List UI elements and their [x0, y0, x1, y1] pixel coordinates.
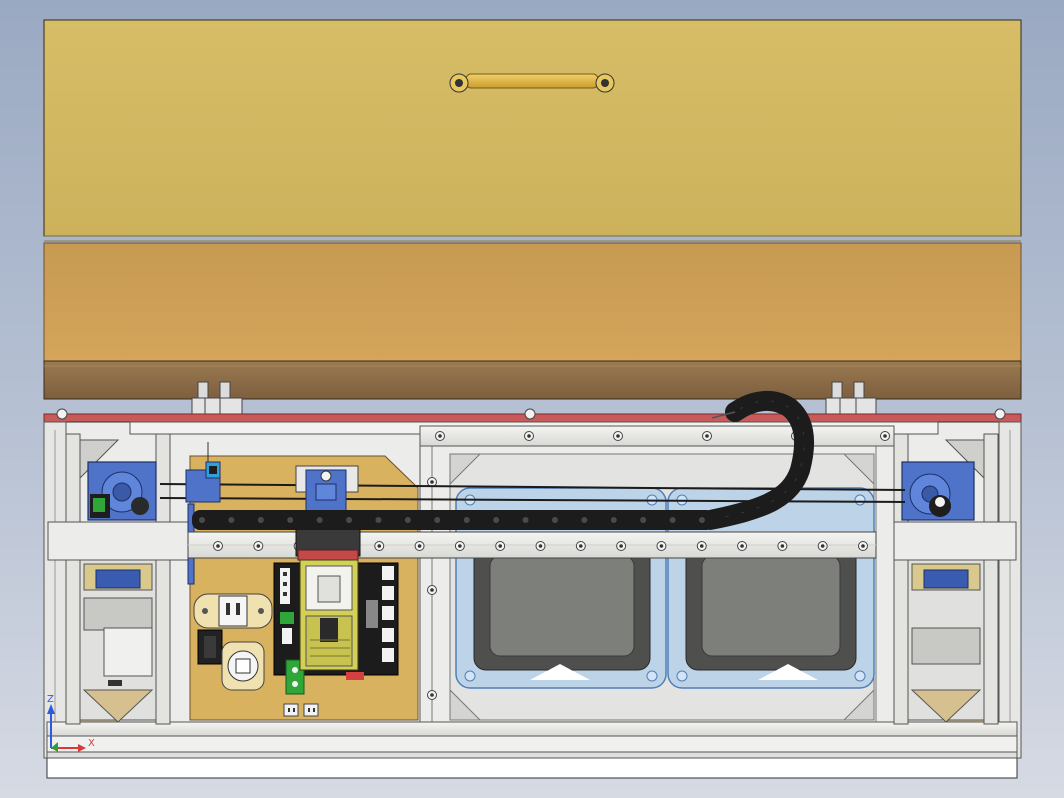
- drag-chain-link-pin: [404, 517, 411, 523]
- gantry-rail-screw: [737, 541, 748, 551]
- drag-chain-link-pin: [581, 517, 588, 523]
- drag-chain-link-pin: [257, 517, 264, 523]
- handle-bar[interactable]: [465, 73, 599, 89]
- drag-chain-link-pin: [375, 517, 382, 523]
- gantry-rail-screw: [454, 541, 465, 551]
- lid-handle[interactable]: [449, 73, 615, 93]
- drag-chain-link-pin: [522, 517, 529, 523]
- lid[interactable]: [43, 19, 1022, 417]
- base-plate: [46, 757, 1018, 779]
- lid-rim: [43, 360, 1022, 400]
- rear-rail-screw: [613, 431, 623, 441]
- gantry-rail-screw: [656, 541, 667, 551]
- side-screws: [56, 408, 1006, 700]
- lid-top-panel: [43, 19, 1022, 237]
- left-inner-post-2: [155, 433, 171, 725]
- drag-chain-link-pin: [434, 517, 441, 523]
- gantry-left-end: [47, 521, 189, 561]
- left-lower-assembly: [79, 559, 157, 723]
- gantry-rail-screw: [696, 541, 707, 551]
- drag-chain-link-pin: [493, 517, 500, 523]
- drag-chain-link-pin: [228, 517, 235, 523]
- laser-module[interactable]: [295, 527, 361, 671]
- gantry-rail-screw: [817, 541, 828, 551]
- drag-chain-link-pin: [463, 517, 470, 523]
- machine-body[interactable]: [43, 391, 1022, 779]
- drag-chain-end-cable: [711, 411, 736, 419]
- front-bottom-rail: [46, 751, 1018, 759]
- drag-chain-link-pin: [640, 517, 647, 523]
- gantry-right-end: [875, 521, 1017, 561]
- drag-chain-link-pin: [669, 517, 676, 523]
- rear-rail-screw: [880, 431, 890, 441]
- right-y-motor[interactable]: [901, 461, 975, 521]
- left-inner-post: [65, 433, 81, 725]
- handle-right-screw: [601, 79, 609, 87]
- gantry-rail-screw: [616, 541, 627, 551]
- drag-chain-straight: [192, 510, 714, 530]
- gantry-rail-screw: [374, 541, 385, 551]
- handle-left-screw: [455, 79, 463, 87]
- coordinate-triad: Z X: [47, 694, 95, 752]
- rear-rail-screw: [435, 431, 445, 441]
- bottom-rail-2: [46, 735, 1018, 753]
- power-inlet-socket[interactable]: [218, 595, 248, 627]
- gantry-rail: [187, 531, 877, 559]
- drag-chain-link-pin: [551, 517, 558, 523]
- gantry-rail-screw: [575, 541, 586, 551]
- drag-chain-link-pin: [199, 517, 205, 523]
- drag-chain-curve: [700, 391, 815, 530]
- bottom-rail: [46, 721, 1018, 737]
- rear-rail-screw: [524, 431, 534, 441]
- right-lower-assembly: [907, 559, 985, 723]
- gantry-rail-screw: [213, 541, 223, 551]
- triad-x-label: X: [88, 738, 95, 749]
- drag-chain-link-pin: [346, 517, 353, 523]
- gantry-rail-screw: [858, 541, 868, 551]
- gantry-rail-screw: [253, 541, 264, 551]
- rear-rail: [419, 425, 895, 447]
- drag-chain-link-pin: [699, 517, 705, 523]
- drag-chain-link-pin: [316, 517, 323, 523]
- triad-z-label: Z: [47, 694, 54, 705]
- fan-bay[interactable]: [419, 433, 895, 723]
- rear-rail-screw: [702, 431, 712, 441]
- gantry-rail-screw: [777, 541, 788, 551]
- drag-chain-link-pin: [610, 517, 617, 523]
- gantry-rail-screw: [535, 541, 546, 551]
- left-y-motor[interactable]: [87, 461, 157, 521]
- hinge-right: [825, 381, 877, 417]
- right-inner-post: [983, 433, 999, 725]
- drag-chain-link-pin: [287, 517, 294, 523]
- gantry-rail-screw: [414, 541, 425, 551]
- lid-lower-band: [43, 242, 1022, 362]
- drag-chain[interactable]: [192, 391, 815, 530]
- gantry-rail-screw: [495, 541, 506, 551]
